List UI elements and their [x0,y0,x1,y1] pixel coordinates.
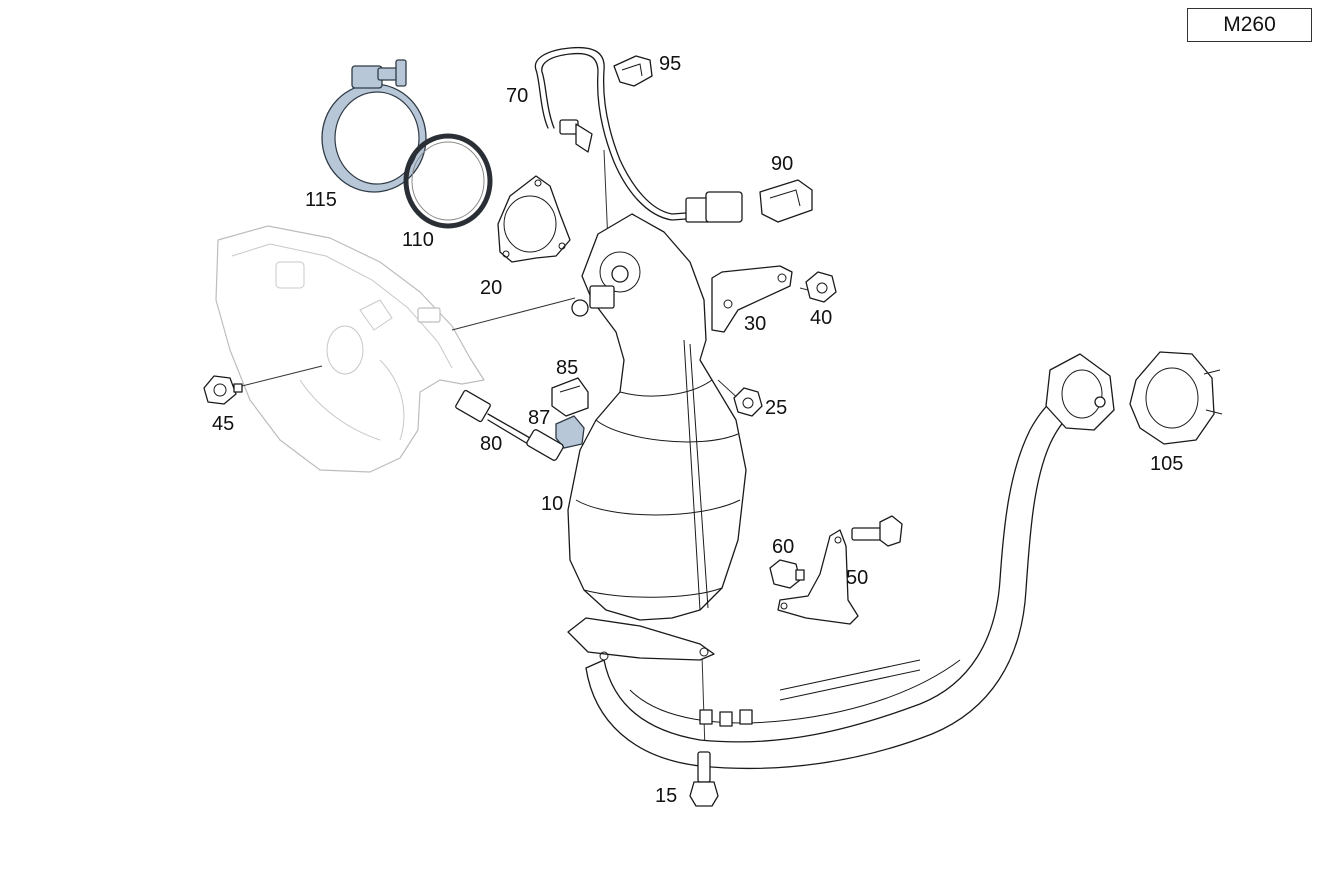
outlet-flange [1045,353,1115,431]
callout-85: 85 [556,357,579,379]
callout-95: 95 [659,53,682,75]
callout-105: 105 [1150,453,1184,475]
callout-15: 15 [655,785,678,807]
sensor-80 [455,389,564,461]
callout-80: 80 [480,433,503,455]
seal-ring-110 [403,133,493,229]
bracket-50 [777,529,859,625]
bracket-30 [711,265,793,333]
bolt-15 [689,751,719,807]
nut-45 [203,375,243,405]
callout-90: 90 [771,153,794,175]
holder-85 [551,377,589,417]
callout-110: 110 [402,229,434,251]
callout-115: 115 [305,189,337,211]
flange-plate [567,617,715,661]
clip-95 [613,55,653,87]
callout-10: 10 [541,493,564,515]
engine-code-box: M260 [1187,8,1312,42]
callout-60: 60 [772,536,795,558]
callout-25: 25 [765,397,788,419]
nut-25 [733,387,763,417]
clip-87 [555,415,585,449]
bolt-50 [851,515,903,547]
gasket-105 [1129,351,1223,445]
nut-40 [805,271,837,303]
callout-30: 30 [744,313,767,335]
catalytic-converter-10 [567,213,747,621]
callout-40: 40 [810,307,833,329]
sensor-wire-70 [534,46,743,223]
callout-70: 70 [506,85,529,107]
holder-90 [759,179,813,223]
callout-45: 45 [212,413,235,435]
callout-20: 20 [480,277,503,299]
gasket-20 [497,175,571,263]
callout-87: 87 [528,407,551,429]
heat-shield-ghost [215,225,485,473]
nut-60 [769,559,805,589]
callout-50: 50 [846,567,869,589]
clamp-115 [321,59,427,193]
